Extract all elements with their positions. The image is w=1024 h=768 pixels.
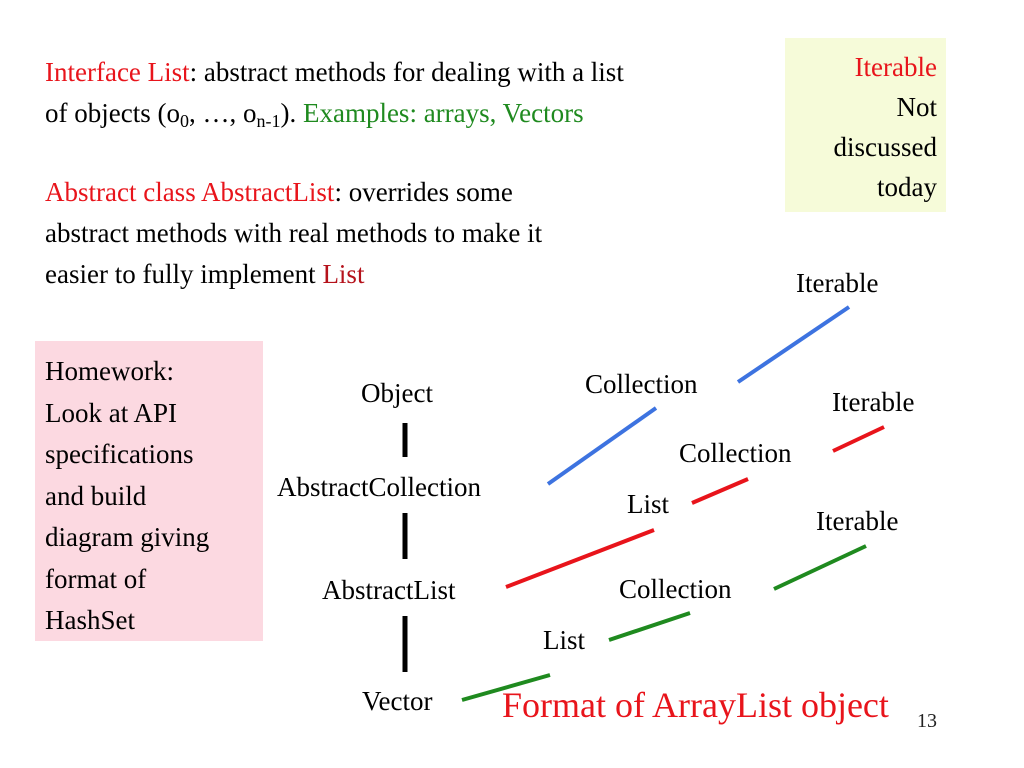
iterable-note-box: Iterable Not discussed today: [785, 38, 946, 212]
objects-suffix: ).: [280, 98, 303, 128]
red-list-label: List: [627, 489, 670, 519]
blue-connector-collection: [546, 406, 658, 486]
slide-caption: Format of ArrayList object: [502, 685, 889, 725]
object-label: Object: [361, 378, 433, 408]
green-connector-list: [461, 673, 551, 702]
green-iterable-label: Iterable: [816, 506, 899, 536]
homework-line: Look at API: [45, 397, 177, 428]
homework-line: and build: [45, 480, 147, 511]
homework-line: Homework:: [45, 356, 174, 386]
abstractcollection-label: AbstractCollection: [277, 472, 481, 502]
homework-line: HashSet: [45, 605, 135, 635]
objects-mid: , …, o: [188, 98, 257, 128]
interface-list-desc: : abstract methods for dealing with a li…: [189, 57, 624, 87]
red-connector-list: [505, 528, 655, 589]
examples-text: Examples: arrays, Vectors: [302, 98, 584, 128]
page-number: 13: [917, 710, 937, 732]
interface-list-paragraph: Interface List: abstract methods for dea…: [45, 52, 624, 134]
red-connector-collection: [691, 477, 749, 505]
abstractlist-label: AbstractList: [322, 575, 456, 605]
blue-collection-label: Collection: [585, 369, 698, 399]
abstract-line-3: easier to fully implement List: [45, 254, 542, 295]
red-connector-iterable: [832, 425, 885, 453]
abstract-list-desc: : overrides some: [334, 177, 513, 207]
red-collection-label: Collection: [679, 438, 792, 468]
green-connector-collection: [608, 611, 691, 642]
subscript-n-minus-1: n-1: [256, 111, 281, 131]
note-line: Not: [896, 92, 938, 122]
green-connector-iterable: [773, 544, 867, 591]
homework-line: diagram giving: [45, 522, 210, 552]
abstract-line-1: Abstract class AbstractList: overrides s…: [45, 172, 542, 213]
objects-prefix: of objects (o: [45, 98, 180, 128]
blue-connector-iterable: [736, 305, 851, 384]
interface-list-term: Interface List: [45, 57, 190, 87]
subscript-zero: 0: [179, 111, 189, 131]
homework-line: format of: [45, 563, 147, 594]
note-title: Iterable: [854, 52, 937, 82]
homework-line: specifications: [45, 439, 194, 469]
green-collection-label: Collection: [619, 574, 732, 604]
red-iterable-label: Iterable: [832, 387, 915, 417]
note-line: discussed: [833, 132, 938, 162]
vector-label: Vector: [362, 686, 433, 716]
note-line: today: [877, 172, 937, 202]
interface-line-2: of objects (o0, …, on-1). Examples: arra…: [45, 93, 624, 134]
abstract-line-2: abstract methods with real methods to ma…: [45, 218, 543, 248]
abstract-list-paragraph: Abstract class AbstractList: overrides s…: [45, 172, 542, 295]
interface-line-1: Interface List: abstract methods for dea…: [45, 52, 624, 93]
abstract-line-3-prefix: easier to fully implement: [45, 259, 323, 289]
list-term: List: [322, 259, 365, 289]
homework-box: Homework: Look at API specifications and…: [35, 341, 263, 641]
abstract-list-term: Abstract class AbstractList: [45, 177, 335, 207]
green-list-label: List: [543, 625, 586, 655]
blue-iterable-label: Iterable: [796, 268, 879, 298]
